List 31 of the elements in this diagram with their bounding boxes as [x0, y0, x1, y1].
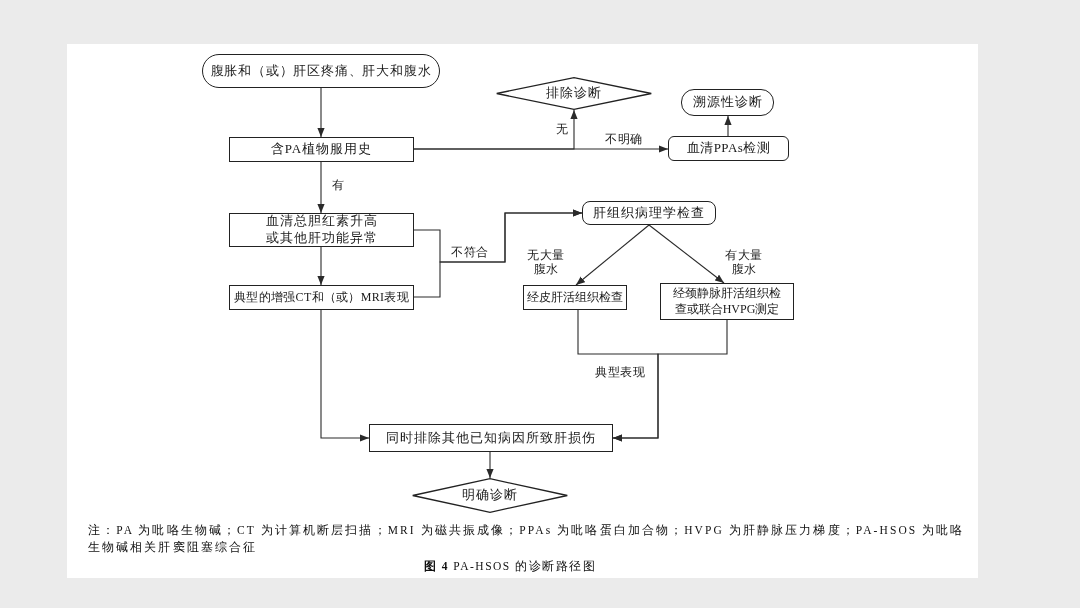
process-box: 经颈静脉肝活组织检查或联合HVPG测定	[660, 283, 794, 320]
edge-label: 不明确	[604, 132, 644, 146]
arrow	[317, 87, 325, 138]
arrow	[575, 224, 650, 286]
arrow	[724, 115, 732, 137]
arrow	[317, 246, 325, 286]
arrow	[413, 145, 669, 153]
decision-diamond: 排除诊断	[496, 77, 652, 110]
decision-diamond: 明确诊断	[412, 478, 568, 513]
arrow	[612, 319, 728, 442]
edge-label: 无	[554, 122, 570, 136]
process-box: 典型的增强CT和（或）MRI表现	[229, 285, 414, 310]
process-box: 经皮肝活组织检查	[523, 285, 627, 310]
arrow	[486, 451, 494, 479]
edge-label: 无大量腹水	[526, 248, 566, 276]
rounded-box: 溯源性诊断	[681, 89, 774, 116]
rounded-box: 血清PPAs检测	[668, 136, 789, 161]
figure-caption: 图 4 PA-HSOS 的诊断路径图	[423, 559, 597, 574]
arrow	[320, 309, 370, 442]
edge-label: 不符合	[450, 245, 490, 259]
process-box: 含PA植物服用史	[229, 137, 414, 162]
process-box: 血清总胆红素升高或其他肝功能异常	[229, 213, 414, 247]
rounded-box: 肝组织病理学检查	[582, 201, 716, 225]
footnote: 注：PA 为吡咯生物碱；CT 为计算机断层扫描；MRI 为磁共振成像；PPAs 为吡咯蛋白加合物；HVPG 为肝静脉压力梯度；PA-HSOS 为吡咯生物碱相关肝窦阻塞综合征	[88, 523, 966, 555]
edge-label: 有	[330, 178, 346, 192]
edge-label: 有大量腹水	[724, 248, 764, 276]
process-box: 同时排除其他已知病因所致肝损伤	[369, 424, 613, 452]
arrow	[317, 161, 325, 214]
arrow	[413, 209, 583, 298]
edge-label: 典型表现	[594, 365, 646, 379]
arrow	[648, 224, 725, 284]
